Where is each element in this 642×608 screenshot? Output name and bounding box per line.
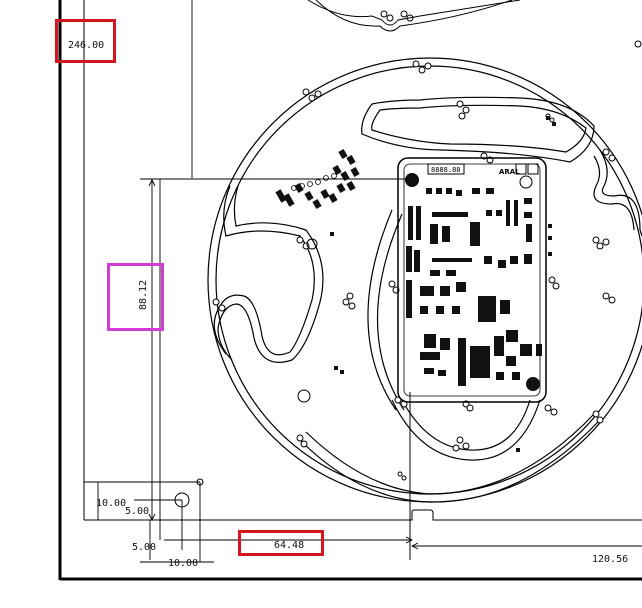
- circular-board-outline: [207, 57, 642, 503]
- dim-right-offset: 120.56: [592, 554, 628, 565]
- pcb-components: [406, 188, 552, 452]
- panel-outline: [83, 0, 642, 560]
- pcb-brand-label: ARAL: [499, 168, 520, 176]
- drawing-frame: [58, 0, 642, 581]
- top-board-arc: [307, 0, 642, 48]
- dim-hole-horizontal: 10.00: [168, 558, 198, 569]
- led-ring-dots: [291, 173, 337, 191]
- dim-hole-upper: 5.00: [125, 506, 149, 517]
- dim-board-height: 88.12: [138, 280, 149, 310]
- dim-hole-vertical: 10.00: [96, 498, 126, 509]
- dim-hole-offset-x: 64.48: [274, 540, 304, 551]
- pcb-board: 8888.88 ARAL: [397, 157, 552, 452]
- dim-overall-height: 246.00: [68, 40, 104, 51]
- dim-hole-lower: 5.00: [132, 542, 156, 553]
- dimension-lines: [84, 0, 642, 563]
- highlight-board-height: [107, 263, 164, 331]
- pcb-display-label: 8888.88: [431, 166, 461, 174]
- loose-components: [275, 116, 556, 374]
- highlight-overall-height: [55, 19, 116, 63]
- highlight-hole-offset: [238, 530, 324, 556]
